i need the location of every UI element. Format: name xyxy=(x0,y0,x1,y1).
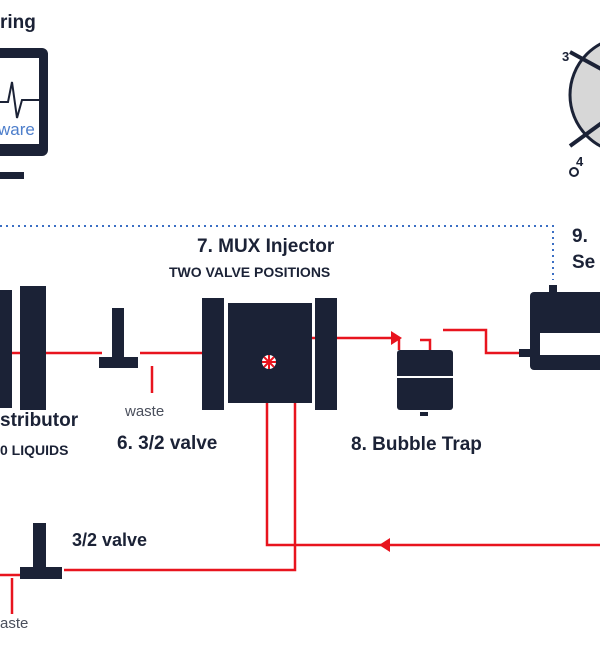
software-label: ware xyxy=(0,120,35,139)
port-3-label: 3 xyxy=(562,49,570,64)
bubble-trap-label: 8. Bubble Trap xyxy=(351,434,482,455)
tubing xyxy=(0,328,600,614)
port-4-label: 4 xyxy=(576,154,584,169)
valve-6-label: 6. 3/2 valve xyxy=(117,433,218,454)
sensor-chip-icon xyxy=(519,285,600,370)
valve-lower-label: 3/2 valve xyxy=(72,530,148,550)
signal-dotted-line xyxy=(0,225,554,280)
two-valve-positions-label: TWO VALVE POSITIONS xyxy=(169,264,331,280)
distributor-liquids-label: 0 LIQUIDS xyxy=(0,442,69,458)
bubble-trap-icon xyxy=(397,350,453,416)
distributor-icon xyxy=(0,286,46,410)
mux-injector-title: 7. MUX Injector xyxy=(197,236,335,257)
injector-icon xyxy=(202,298,337,410)
rotary-valve-icon xyxy=(568,42,600,177)
waste-label-6: waste xyxy=(125,403,165,420)
monitoring-title: ring xyxy=(0,12,36,33)
monitor-icon xyxy=(0,48,48,179)
flow-arrow xyxy=(391,331,402,345)
three-way-valve-icon xyxy=(20,523,62,579)
sensor-title-fragment: Se xyxy=(572,252,596,273)
flow-arrow xyxy=(379,538,390,552)
distributor-label: stributor xyxy=(0,410,79,431)
sensor-number: 9. xyxy=(572,226,588,247)
waste-label-lower: aste xyxy=(0,615,29,632)
three-way-valve-icon xyxy=(99,308,138,368)
